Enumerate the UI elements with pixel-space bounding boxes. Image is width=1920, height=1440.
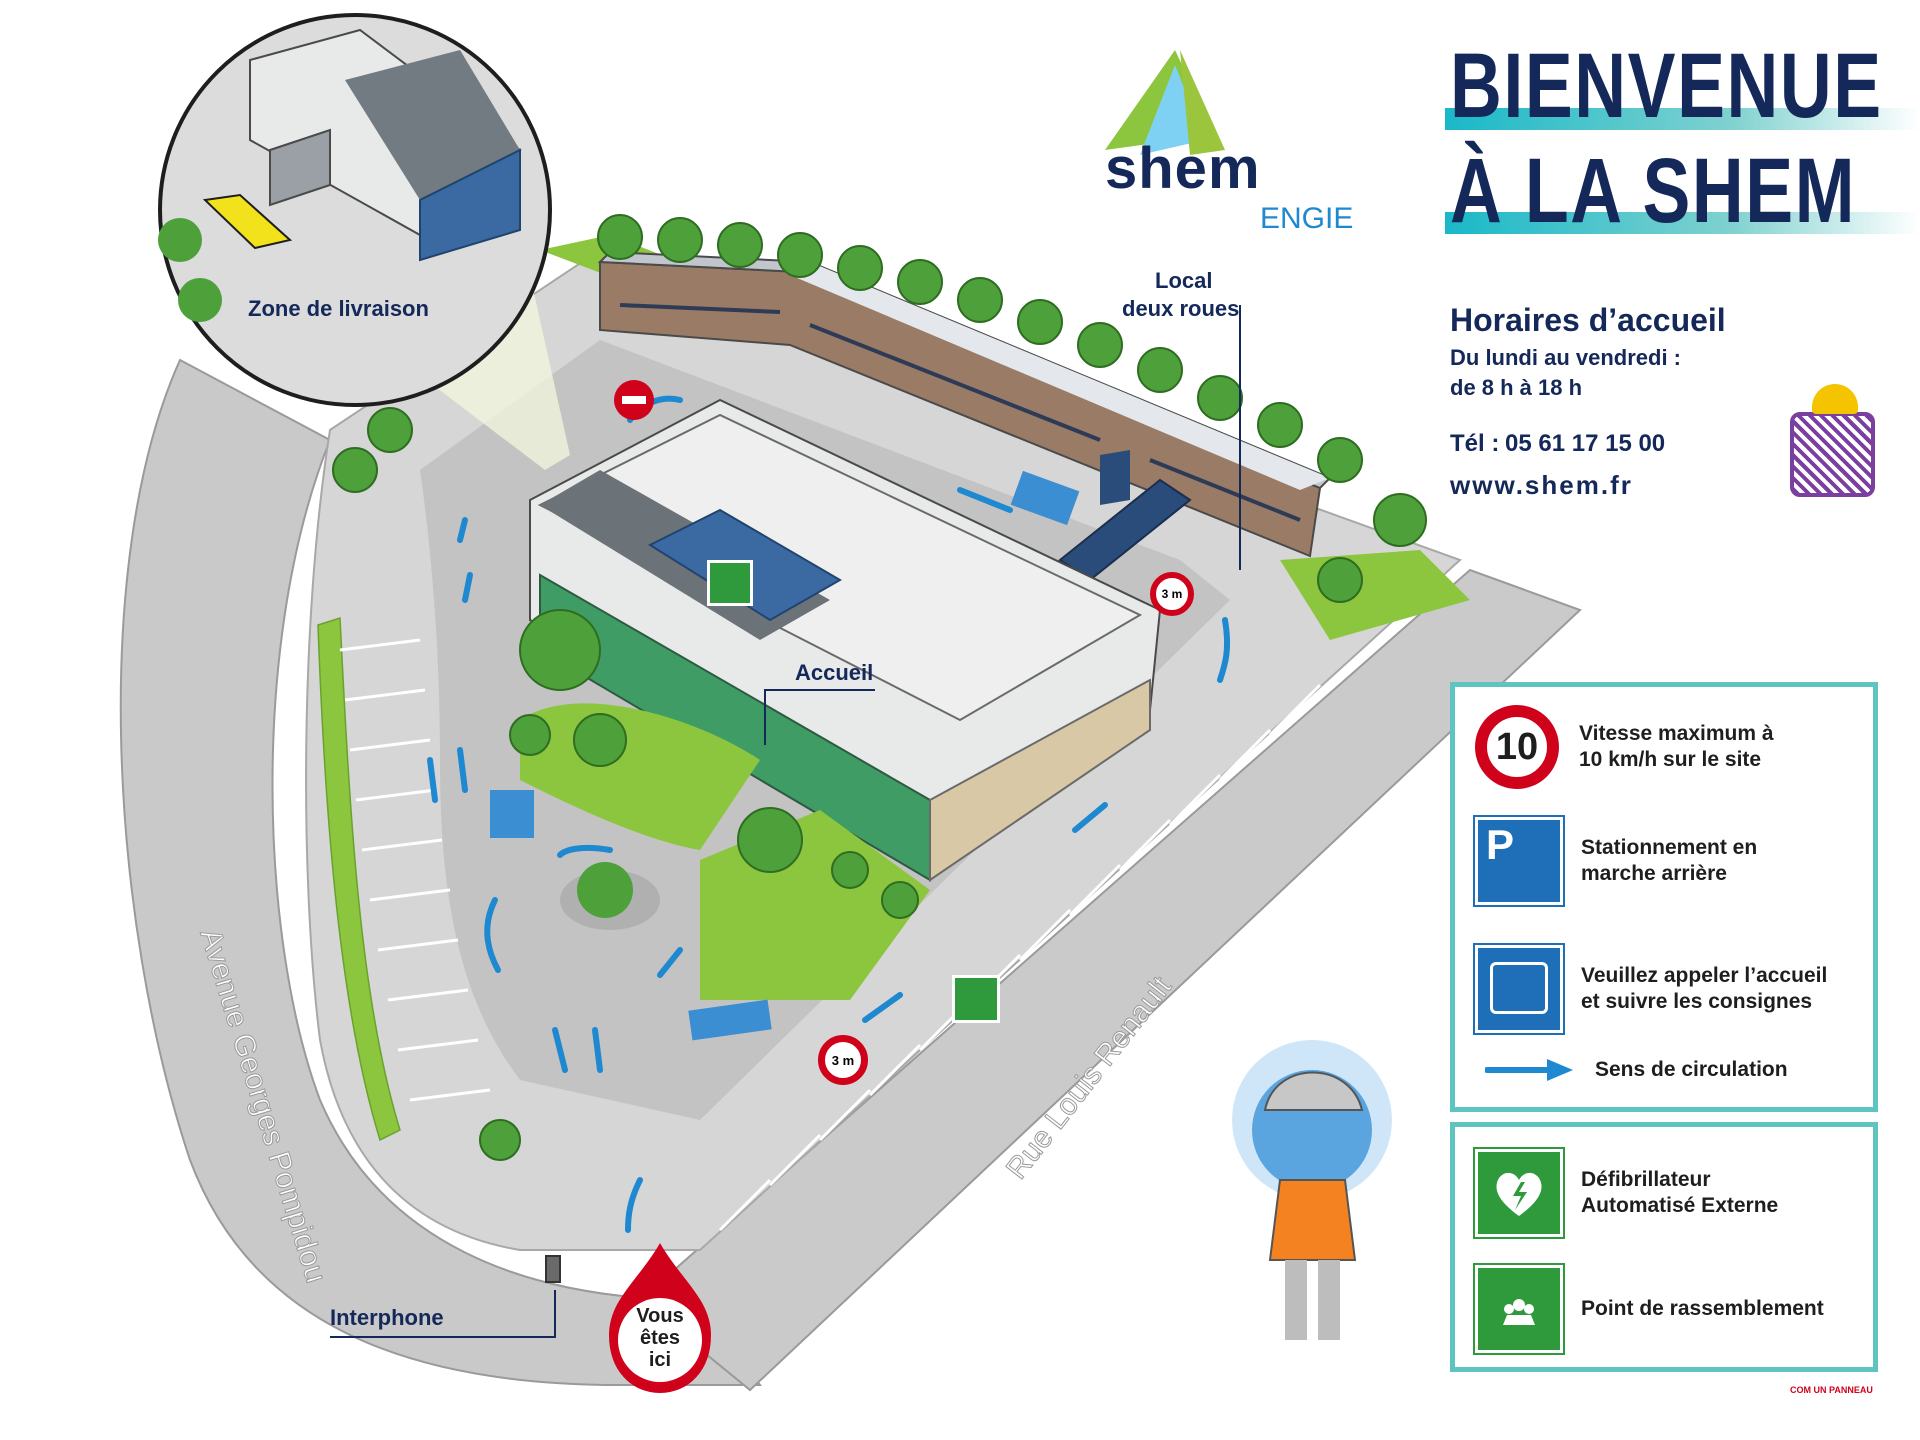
speed-limit-10-icon: 10 [1475,705,1559,789]
map-assembly-point-icon [952,975,1000,1023]
assembly-point-icon [1473,1263,1565,1355]
map-defibrillator-icon [707,560,753,606]
engie-wordmark: ENGIE [1260,202,1354,235]
title-line-1: BIENVENUE [1450,35,1883,137]
speed-limit-value: 10 [1495,725,1539,768]
website-link[interactable]: www.shem.fr [1450,470,1633,500]
legend-row-defibrillator: Défibrillateur Automatisé Externe [1473,1147,1779,1239]
label-delivery-zone: Zone de livraison [248,296,429,321]
label-bike-room-2: deux roues [1122,296,1240,321]
hard-hat-icon [1812,384,1858,414]
legend-defibrillator-line2: Automatisé Externe [1581,1194,1779,1217]
mascot [1232,1040,1392,1340]
hours-time: de 8 h à 18 h [1450,375,1583,400]
label-reception: Accueil [795,660,874,685]
title-line-2: À LA SHEM [1450,140,1857,242]
reverse-parking-icon: P [1473,815,1565,907]
phone-number[interactable]: 05 61 17 15 00 [1505,430,1666,457]
office-building-back [597,250,1332,558]
shem-logo: shem ENGIE [1095,40,1395,250]
legend-safety: Défibrillateur Automatisé Externe Point … [1450,1122,1878,1372]
delivery-zone-marking [202,193,293,250]
legend-speed-line2: 10 km/h sur le site [1579,748,1762,771]
defibrillator-icon [1473,1147,1565,1239]
credit-logo: COM UN PANNEAU [1790,1385,1873,1395]
map-intercom-post [545,1255,561,1283]
hours-days: Du lundi au vendredi : [1450,345,1682,370]
title-bar-1 [1445,108,1920,130]
shem-wordmark: shem [1105,136,1261,201]
phone-label: Tél : [1450,430,1500,457]
label-bike-room-1: Local [1155,268,1213,293]
traffic-direction-arrow-icon [1485,1059,1573,1082]
height-limit-sign-2: 3 m [818,1035,868,1085]
legend-row-speed: 10 Vitesse maximum à 10 km/h sur le site [1475,705,1774,789]
you-are-here-line3: ici [648,1349,672,1371]
legend-rules: 10 Vitesse maximum à 10 km/h sur le site… [1450,682,1878,1112]
legend-speed-line1: Vitesse maximum à [1579,721,1774,745]
legend-row-flow: Sens de circulation [1485,1057,1788,1083]
label-intercom: Interphone [330,1305,444,1330]
legend-defibrillator-line1: Défibrillateur [1581,1167,1711,1191]
intercom-icon [1473,943,1565,1035]
legend-parking-line2: marche arrière [1581,862,1727,885]
legend-flow-line1: Sens de circulation [1595,1058,1788,1081]
no-entry-sign [614,380,654,420]
you-are-here-text: Vous êtes ici [620,1305,700,1371]
legend-row-intercom: Veuillez appeler l’accueil et suivre les… [1473,943,1828,1035]
street-road [638,568,1582,1392]
height-limit-sign-1: 3 m [1150,572,1194,616]
legend-row-parking: P Stationnement en marche arrière [1473,815,1758,907]
parking-letter: P [1486,821,1515,868]
qr-code[interactable] [1790,384,1875,497]
legend-intercom-line2: et suivre les consignes [1581,990,1813,1013]
you-are-here-line1: Vous [636,1305,684,1327]
legend-intercom-line1: Veuillez appeler l’accueil [1581,963,1828,987]
legend-parking-line1: Stationnement en [1581,835,1758,859]
title-bar-2 [1445,212,1920,234]
main-building [529,398,1162,882]
hours-title: Horaires d’accueil [1450,302,1726,338]
you-are-here-line2: êtes [639,1327,681,1349]
legend-assembly-line1: Point de rassemblement [1581,1296,1824,1320]
avenue-road [119,358,762,1386]
legend-row-assembly: Point de rassemblement [1473,1263,1824,1355]
